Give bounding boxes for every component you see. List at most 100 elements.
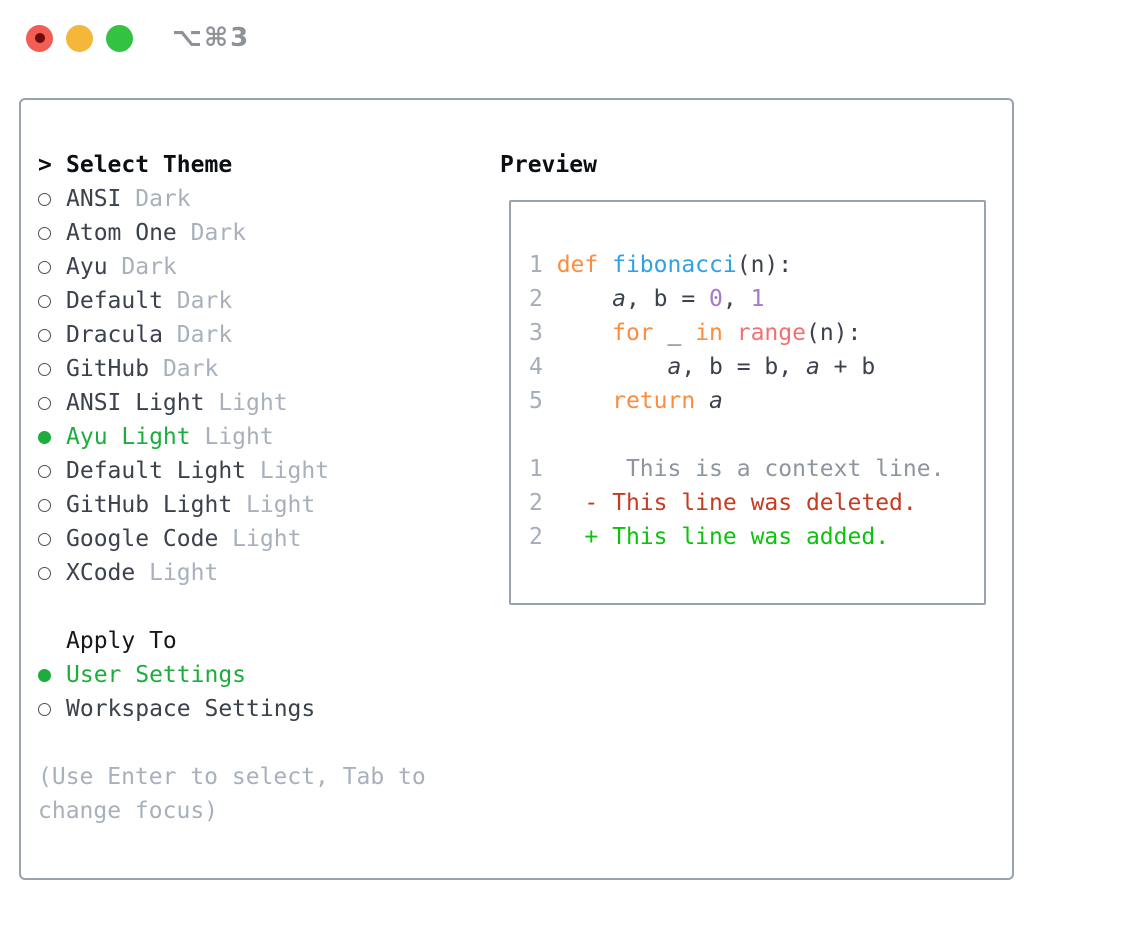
code-segment-num: 3 — [529, 320, 557, 346]
theme-option[interactable]: Google Code Light — [38, 522, 426, 556]
option-variant-label: Light — [190, 424, 274, 450]
radio-slot — [38, 396, 66, 410]
hint-text: (Use Enter to select, Tab to change focu… — [38, 760, 426, 828]
code-line — [529, 418, 966, 452]
code-line: 2 a, b = 0, 1 — [529, 282, 966, 316]
code-segment-pl — [557, 490, 585, 516]
radio-slot — [38, 532, 66, 546]
radio-slot — [38, 226, 66, 240]
radio-icon — [38, 532, 51, 546]
radio-slot — [38, 702, 66, 716]
section-title-apply-to: Apply To — [66, 628, 177, 654]
code-segment-call: range — [736, 320, 806, 346]
radio-slot — [38, 260, 66, 274]
radio-icon — [38, 294, 51, 308]
select-theme-header: > Select Theme — [38, 148, 426, 182]
radio-icon — [38, 192, 51, 206]
theme-option[interactable]: GitHub Dark — [38, 352, 426, 386]
radio-slot — [38, 430, 66, 444]
theme-option[interactable]: Default Light Light — [38, 454, 426, 488]
option-variant-label: Light — [204, 390, 288, 416]
code-segment-del: - This line was deleted. — [584, 490, 917, 516]
code-segment-pl: + b — [819, 354, 876, 380]
code-segment-num: 2 — [529, 490, 557, 516]
option-label: User Settings — [66, 662, 247, 688]
theme-option[interactable]: ANSI Light Light — [38, 386, 426, 420]
option-label: XCode — [66, 560, 136, 586]
option-label: ANSI — [66, 186, 122, 212]
code-line: 2 - This line was deleted. — [529, 486, 966, 520]
code-segment-pl — [557, 524, 585, 550]
option-label: Google Code — [66, 526, 219, 552]
radio-icon — [38, 396, 51, 410]
radio-slot — [38, 498, 66, 512]
code-line: 2 + This line was added. — [529, 520, 966, 554]
theme-option[interactable]: XCode Light — [38, 556, 426, 590]
option-label: Ayu Light — [66, 424, 191, 450]
radio-slot — [38, 566, 66, 580]
theme-option[interactable]: Default Dark — [38, 284, 426, 318]
option-variant-label: Light — [135, 560, 219, 586]
radio-selected-icon — [38, 430, 51, 444]
theme-option[interactable]: Dracula Dark — [38, 318, 426, 352]
code-segment-var: a — [805, 354, 820, 380]
option-label: ANSI Light — [66, 390, 205, 416]
code-segment-num: 5 — [529, 388, 557, 414]
window-title: ⌥⌘3 — [172, 23, 251, 53]
option-label: Default Light — [66, 458, 247, 484]
radio-icon — [38, 260, 51, 274]
code-segment-lit: 0 — [709, 286, 723, 312]
code-segment-num: 1 — [529, 252, 557, 278]
titlebar: ⌥⌘3 — [26, 23, 250, 53]
apply-option[interactable]: Workspace Settings — [38, 692, 426, 726]
option-variant-label: Dark — [162, 322, 233, 348]
code-segment-pl: , b = b, — [681, 354, 806, 380]
code-segment-num: 2 — [529, 524, 557, 550]
apply-option[interactable]: User Settings — [38, 658, 426, 692]
radio-slot — [38, 328, 66, 342]
code-line: 3 for _ in range(n): — [529, 316, 966, 350]
radio-icon — [38, 226, 51, 240]
code-segment-var: a — [667, 354, 682, 380]
cursor-icon: > — [38, 152, 52, 178]
radio-slot — [38, 668, 66, 682]
preview-title: Preview — [500, 152, 597, 178]
theme-option[interactable]: GitHub Light Light — [38, 488, 426, 522]
minimize-button[interactable] — [66, 24, 93, 52]
code-segment-var: a — [612, 286, 626, 312]
spacer — [38, 726, 426, 760]
option-variant-label: Light — [232, 492, 316, 518]
code-line: 1 This is a context line. — [529, 452, 966, 486]
theme-option[interactable]: ANSI Dark — [38, 182, 426, 216]
code-line: 1 def fibonacci(n): — [529, 248, 966, 282]
theme-option[interactable]: Ayu Light Light — [38, 420, 426, 454]
close-button[interactable] — [26, 24, 53, 52]
code-segment-pl: _ — [667, 320, 696, 346]
radio-icon — [38, 362, 51, 376]
option-variant-label: Dark — [162, 288, 233, 314]
code-segment-pl: (n): — [736, 252, 793, 278]
code-segment-fn: fibonacci — [612, 252, 737, 278]
theme-option[interactable]: Ayu Dark — [38, 250, 426, 284]
code-segment-kw: return — [612, 388, 710, 414]
option-variant-label: Light — [218, 526, 302, 552]
radio-icon — [38, 328, 51, 342]
option-label: GitHub Light — [66, 492, 233, 518]
spacer — [38, 590, 426, 624]
section-title-select-theme: Select Theme — [66, 152, 233, 178]
code-segment-num: 4 — [529, 354, 557, 380]
radio-slot — [38, 192, 66, 206]
code-segment-num: 2 — [529, 286, 557, 312]
option-variant-label: Dark — [121, 186, 191, 212]
apply-to-header: Apply To — [38, 624, 426, 658]
option-variant-label: Dark — [176, 220, 247, 246]
radio-icon — [38, 702, 51, 716]
theme-option[interactable]: Atom One Dark — [38, 216, 426, 250]
zoom-button[interactable] — [106, 24, 133, 52]
code-segment-pl — [557, 354, 668, 380]
